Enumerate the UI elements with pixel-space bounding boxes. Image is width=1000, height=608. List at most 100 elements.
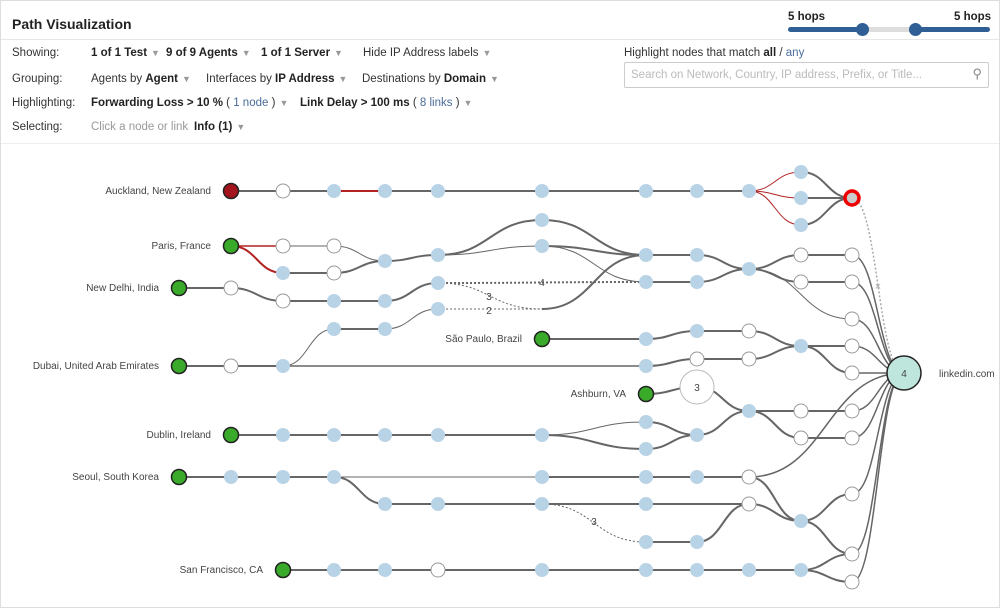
hop-node[interactable] bbox=[327, 184, 341, 198]
hop-node[interactable] bbox=[690, 470, 704, 484]
link[interactable] bbox=[851, 254, 905, 374]
hop-node[interactable] bbox=[430, 562, 446, 578]
ip-labels-dropdown[interactable]: Hide IP Address labels▼ bbox=[363, 47, 491, 59]
hop-node[interactable] bbox=[844, 311, 860, 327]
link[interactable] bbox=[384, 254, 439, 262]
hop-node[interactable] bbox=[327, 563, 341, 577]
destination-node[interactable] bbox=[886, 355, 922, 391]
hop-node[interactable] bbox=[378, 254, 392, 268]
link[interactable] bbox=[282, 328, 335, 367]
agent-node[interactable] bbox=[222, 237, 240, 255]
link[interactable] bbox=[748, 254, 802, 270]
hop-node[interactable] bbox=[690, 324, 704, 338]
hop-node[interactable] bbox=[844, 274, 860, 290]
hop-node[interactable] bbox=[378, 563, 392, 577]
link[interactable] bbox=[748, 345, 802, 360]
link[interactable] bbox=[437, 245, 543, 256]
match-any-option[interactable]: any bbox=[785, 47, 805, 59]
hop-node[interactable] bbox=[223, 280, 239, 296]
hop-node[interactable] bbox=[690, 184, 704, 198]
hop-node[interactable] bbox=[793, 403, 809, 419]
server-dropdown[interactable]: 1 of 1 Server▼ bbox=[261, 47, 343, 59]
hop-node[interactable] bbox=[690, 563, 704, 577]
link[interactable] bbox=[748, 268, 853, 320]
link[interactable] bbox=[696, 268, 750, 283]
agent-node[interactable] bbox=[533, 330, 551, 348]
link[interactable] bbox=[800, 553, 853, 571]
agent-node[interactable] bbox=[170, 279, 188, 297]
hop-node[interactable] bbox=[741, 496, 757, 512]
hop-node[interactable] bbox=[742, 262, 756, 276]
hop-node[interactable] bbox=[794, 191, 808, 205]
hop-node[interactable] bbox=[275, 293, 291, 309]
hop-node[interactable] bbox=[535, 470, 549, 484]
link[interactable] bbox=[645, 434, 698, 450]
hop-node[interactable] bbox=[326, 265, 342, 281]
agent-node[interactable] bbox=[274, 561, 292, 579]
agents-grouping-dropdown[interactable]: Agents by Agent▼ bbox=[91, 73, 191, 85]
link[interactable] bbox=[748, 410, 802, 439]
match-all-option[interactable]: all bbox=[763, 47, 777, 59]
hop-node[interactable] bbox=[535, 213, 549, 227]
hop-node[interactable] bbox=[844, 338, 860, 354]
link[interactable] bbox=[384, 282, 439, 302]
hop-node[interactable] bbox=[793, 274, 809, 290]
hop-node[interactable] bbox=[378, 497, 392, 511]
link[interactable] bbox=[748, 330, 802, 347]
hop-node[interactable] bbox=[689, 351, 705, 367]
hop-node[interactable] bbox=[223, 358, 239, 374]
link[interactable] bbox=[851, 372, 905, 555]
hop-node[interactable] bbox=[275, 183, 291, 199]
hop-node[interactable] bbox=[639, 415, 653, 429]
agent-node[interactable] bbox=[637, 385, 655, 403]
hop-node[interactable] bbox=[690, 535, 704, 549]
link[interactable] bbox=[645, 358, 698, 367]
delay-link[interactable] bbox=[748, 171, 802, 192]
hops-slider-min-handle[interactable] bbox=[856, 23, 869, 36]
hop-node[interactable] bbox=[327, 470, 341, 484]
hop-node[interactable] bbox=[844, 247, 860, 263]
hop-node[interactable] bbox=[794, 563, 808, 577]
node-search-box[interactable]: ⚲ bbox=[624, 62, 989, 88]
hop-node[interactable] bbox=[794, 339, 808, 353]
hop-node[interactable] bbox=[639, 535, 653, 549]
link[interactable] bbox=[696, 254, 750, 270]
test-dropdown[interactable]: 1 of 1 Test▼ bbox=[91, 47, 160, 59]
hop-node[interactable] bbox=[276, 359, 290, 373]
hop-node[interactable] bbox=[431, 428, 445, 442]
hop-node[interactable] bbox=[431, 302, 445, 316]
link[interactable] bbox=[645, 421, 698, 436]
hop-node[interactable] bbox=[639, 563, 653, 577]
delay-link[interactable] bbox=[748, 190, 802, 226]
hop-node[interactable] bbox=[276, 266, 290, 280]
hop-node[interactable] bbox=[378, 184, 392, 198]
hop-node[interactable] bbox=[535, 428, 549, 442]
link[interactable] bbox=[541, 254, 647, 310]
interfaces-grouping-dropdown[interactable]: Interfaces by IP Address▼ bbox=[206, 73, 347, 85]
link[interactable] bbox=[541, 421, 647, 436]
hop-node[interactable] bbox=[793, 430, 809, 446]
agents-dropdown[interactable]: 9 of 9 Agents▼ bbox=[166, 47, 251, 59]
info-dropdown[interactable]: Info (1)▼ bbox=[194, 121, 245, 133]
hop-node[interactable] bbox=[690, 428, 704, 442]
hop-node[interactable] bbox=[275, 238, 291, 254]
hop-node[interactable] bbox=[378, 322, 392, 336]
link[interactable] bbox=[541, 245, 647, 283]
hop-node[interactable] bbox=[639, 359, 653, 373]
forwarding-loss-dropdown[interactable]: Forwarding Loss > 10 % ( 1 node )▼ bbox=[91, 97, 288, 109]
hop-node[interactable] bbox=[742, 563, 756, 577]
hop-node[interactable] bbox=[844, 365, 860, 381]
link[interactable] bbox=[333, 245, 386, 262]
hop-node[interactable] bbox=[431, 276, 445, 290]
hop-node[interactable] bbox=[741, 351, 757, 367]
hop-node[interactable] bbox=[742, 184, 756, 198]
dotted-link[interactable] bbox=[541, 503, 647, 543]
link[interactable] bbox=[645, 330, 698, 340]
hop-node[interactable] bbox=[535, 239, 549, 253]
hop-node[interactable] bbox=[639, 275, 653, 289]
link[interactable] bbox=[696, 410, 750, 436]
hop-node[interactable] bbox=[327, 428, 341, 442]
agent-node[interactable] bbox=[222, 426, 240, 444]
agent-node[interactable] bbox=[222, 182, 240, 200]
